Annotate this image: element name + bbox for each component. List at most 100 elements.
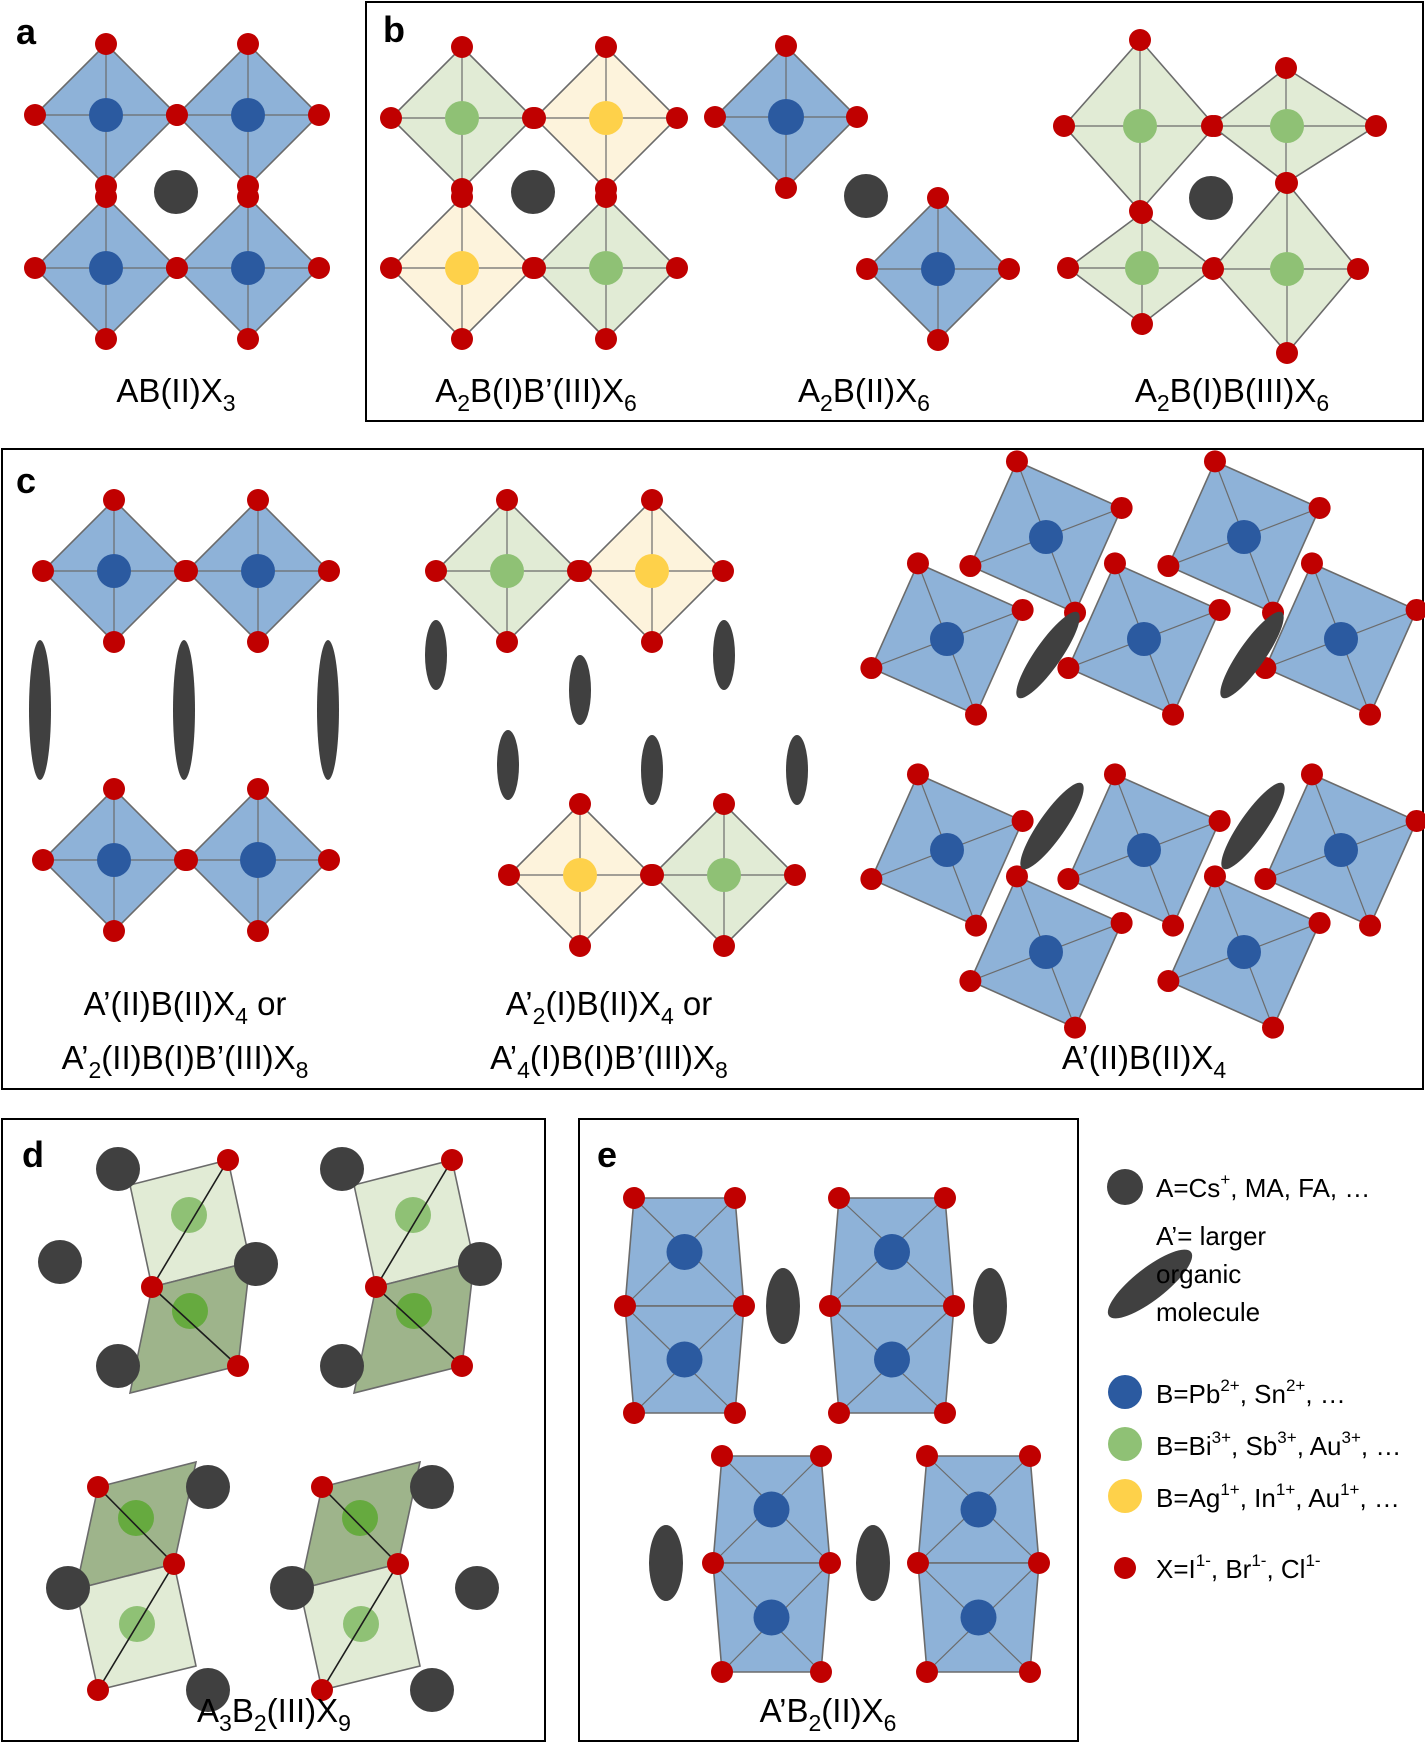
formula-part: , Au bbox=[1297, 1431, 1342, 1461]
b-cation bbox=[97, 843, 131, 877]
a-cation bbox=[844, 174, 888, 218]
x-atom bbox=[623, 1402, 645, 1424]
formula-part: , Cl bbox=[1266, 1554, 1305, 1584]
superscript: 1- bbox=[1305, 1551, 1320, 1570]
organic-molecule bbox=[1016, 611, 1080, 699]
x-atom bbox=[1053, 115, 1075, 137]
x-atom bbox=[614, 1295, 636, 1317]
panel-b-frame bbox=[365, 1, 1424, 422]
formula-part: A bbox=[1135, 372, 1157, 409]
x-atom bbox=[163, 1553, 185, 1575]
x-atom bbox=[1202, 258, 1224, 280]
a-cation bbox=[320, 1147, 364, 1191]
b-cation bbox=[1029, 520, 1063, 554]
subscript: 3 bbox=[223, 390, 236, 416]
organic-molecule bbox=[649, 1525, 683, 1601]
subscript: 6 bbox=[624, 390, 637, 416]
x-atom bbox=[425, 560, 447, 582]
x-atom bbox=[237, 328, 259, 350]
x-atom bbox=[934, 1402, 956, 1424]
organic-molecule bbox=[497, 730, 519, 800]
x-atom bbox=[32, 560, 54, 582]
formula-part: organic bbox=[1156, 1259, 1241, 1289]
bond-line bbox=[97, 1563, 175, 1691]
b-cation bbox=[240, 842, 276, 878]
legend-a-prime-text: organic bbox=[1156, 1259, 1241, 1289]
x-atom bbox=[784, 864, 806, 886]
legend-a-text: A=Cs+, MA, FA, … bbox=[1156, 1170, 1370, 1203]
superscript: 1- bbox=[1251, 1551, 1266, 1570]
b-cation bbox=[445, 251, 479, 285]
formula-part: A bbox=[197, 1692, 219, 1729]
b-cation bbox=[1127, 622, 1161, 656]
x-atom bbox=[733, 1295, 755, 1317]
x-atom bbox=[828, 1402, 850, 1424]
b-cation bbox=[960, 1599, 997, 1636]
x-atom bbox=[237, 186, 259, 208]
x-atom bbox=[95, 33, 117, 55]
x-atom bbox=[724, 1187, 746, 1209]
formula-c2-line1: A’2(I)B(II)X4 or bbox=[506, 985, 713, 1029]
a-cation bbox=[458, 1242, 502, 1286]
x-atom bbox=[860, 657, 883, 680]
subscript: 6 bbox=[884, 1710, 897, 1736]
b-cation bbox=[874, 1234, 910, 1270]
x-atom bbox=[1276, 342, 1298, 364]
organic-molecule bbox=[173, 640, 195, 780]
x-atom bbox=[311, 1476, 333, 1498]
subscript: 2 bbox=[89, 1057, 102, 1083]
x-atom bbox=[704, 106, 726, 128]
x-atom bbox=[711, 1445, 733, 1467]
x-atom bbox=[387, 1553, 409, 1575]
legend-x-text: X=I1-, Br1-, Cl1- bbox=[1156, 1551, 1321, 1584]
x-atom bbox=[308, 104, 330, 126]
formula-part: or bbox=[674, 985, 713, 1022]
x-atom bbox=[1300, 552, 1323, 575]
x-atom bbox=[247, 489, 269, 511]
b-cation bbox=[563, 858, 597, 892]
formula-a: AB(II)X3 bbox=[116, 372, 235, 416]
x-atom bbox=[451, 186, 473, 208]
x-atom bbox=[1157, 555, 1180, 578]
b-cation bbox=[930, 622, 964, 656]
x-atom bbox=[1300, 763, 1323, 786]
panel-label-d: d bbox=[22, 1134, 44, 1175]
x-atom bbox=[1011, 598, 1034, 621]
x-atom bbox=[87, 1476, 109, 1498]
formula-part: B=Ag bbox=[1156, 1483, 1220, 1513]
subscript: 4 bbox=[661, 1003, 674, 1029]
b-cation bbox=[1324, 833, 1358, 867]
b-cation bbox=[396, 1293, 432, 1329]
x-atom bbox=[308, 257, 330, 279]
superscript: 3+ bbox=[1212, 1428, 1231, 1447]
x-atom bbox=[1405, 598, 1425, 621]
b-cation bbox=[666, 1234, 703, 1270]
b-cation bbox=[89, 251, 123, 285]
x-atom bbox=[916, 1445, 938, 1467]
x-atom bbox=[906, 552, 929, 575]
formula-part: A’B bbox=[760, 1692, 809, 1729]
x-atom bbox=[810, 1445, 832, 1467]
formula-part: (I)B(I)B’(III)X bbox=[530, 1039, 715, 1076]
formula-part: B(I)B’(III)X bbox=[470, 372, 624, 409]
b-cation bbox=[707, 858, 741, 892]
a-cation bbox=[511, 170, 555, 214]
formula-part: B(II)X bbox=[833, 372, 917, 409]
formula-part: (I)B(II)X bbox=[545, 985, 660, 1022]
x-atom bbox=[95, 186, 117, 208]
formula-part: B=Bi bbox=[1156, 1431, 1212, 1461]
x-atom bbox=[1254, 868, 1277, 891]
x-atom bbox=[451, 36, 473, 58]
x-atom bbox=[1103, 552, 1126, 575]
formula-part: , In bbox=[1240, 1483, 1276, 1513]
a-cation bbox=[234, 1242, 278, 1286]
b-cation bbox=[1270, 109, 1304, 143]
subscript: 4 bbox=[1213, 1057, 1226, 1083]
x-atom bbox=[451, 328, 473, 350]
subscript: 4 bbox=[235, 1003, 248, 1029]
x-atom bbox=[176, 560, 198, 582]
organic-molecule bbox=[973, 1268, 1007, 1344]
formula-part: AB(II)X bbox=[116, 372, 222, 409]
panel-label-b: b bbox=[383, 9, 405, 50]
